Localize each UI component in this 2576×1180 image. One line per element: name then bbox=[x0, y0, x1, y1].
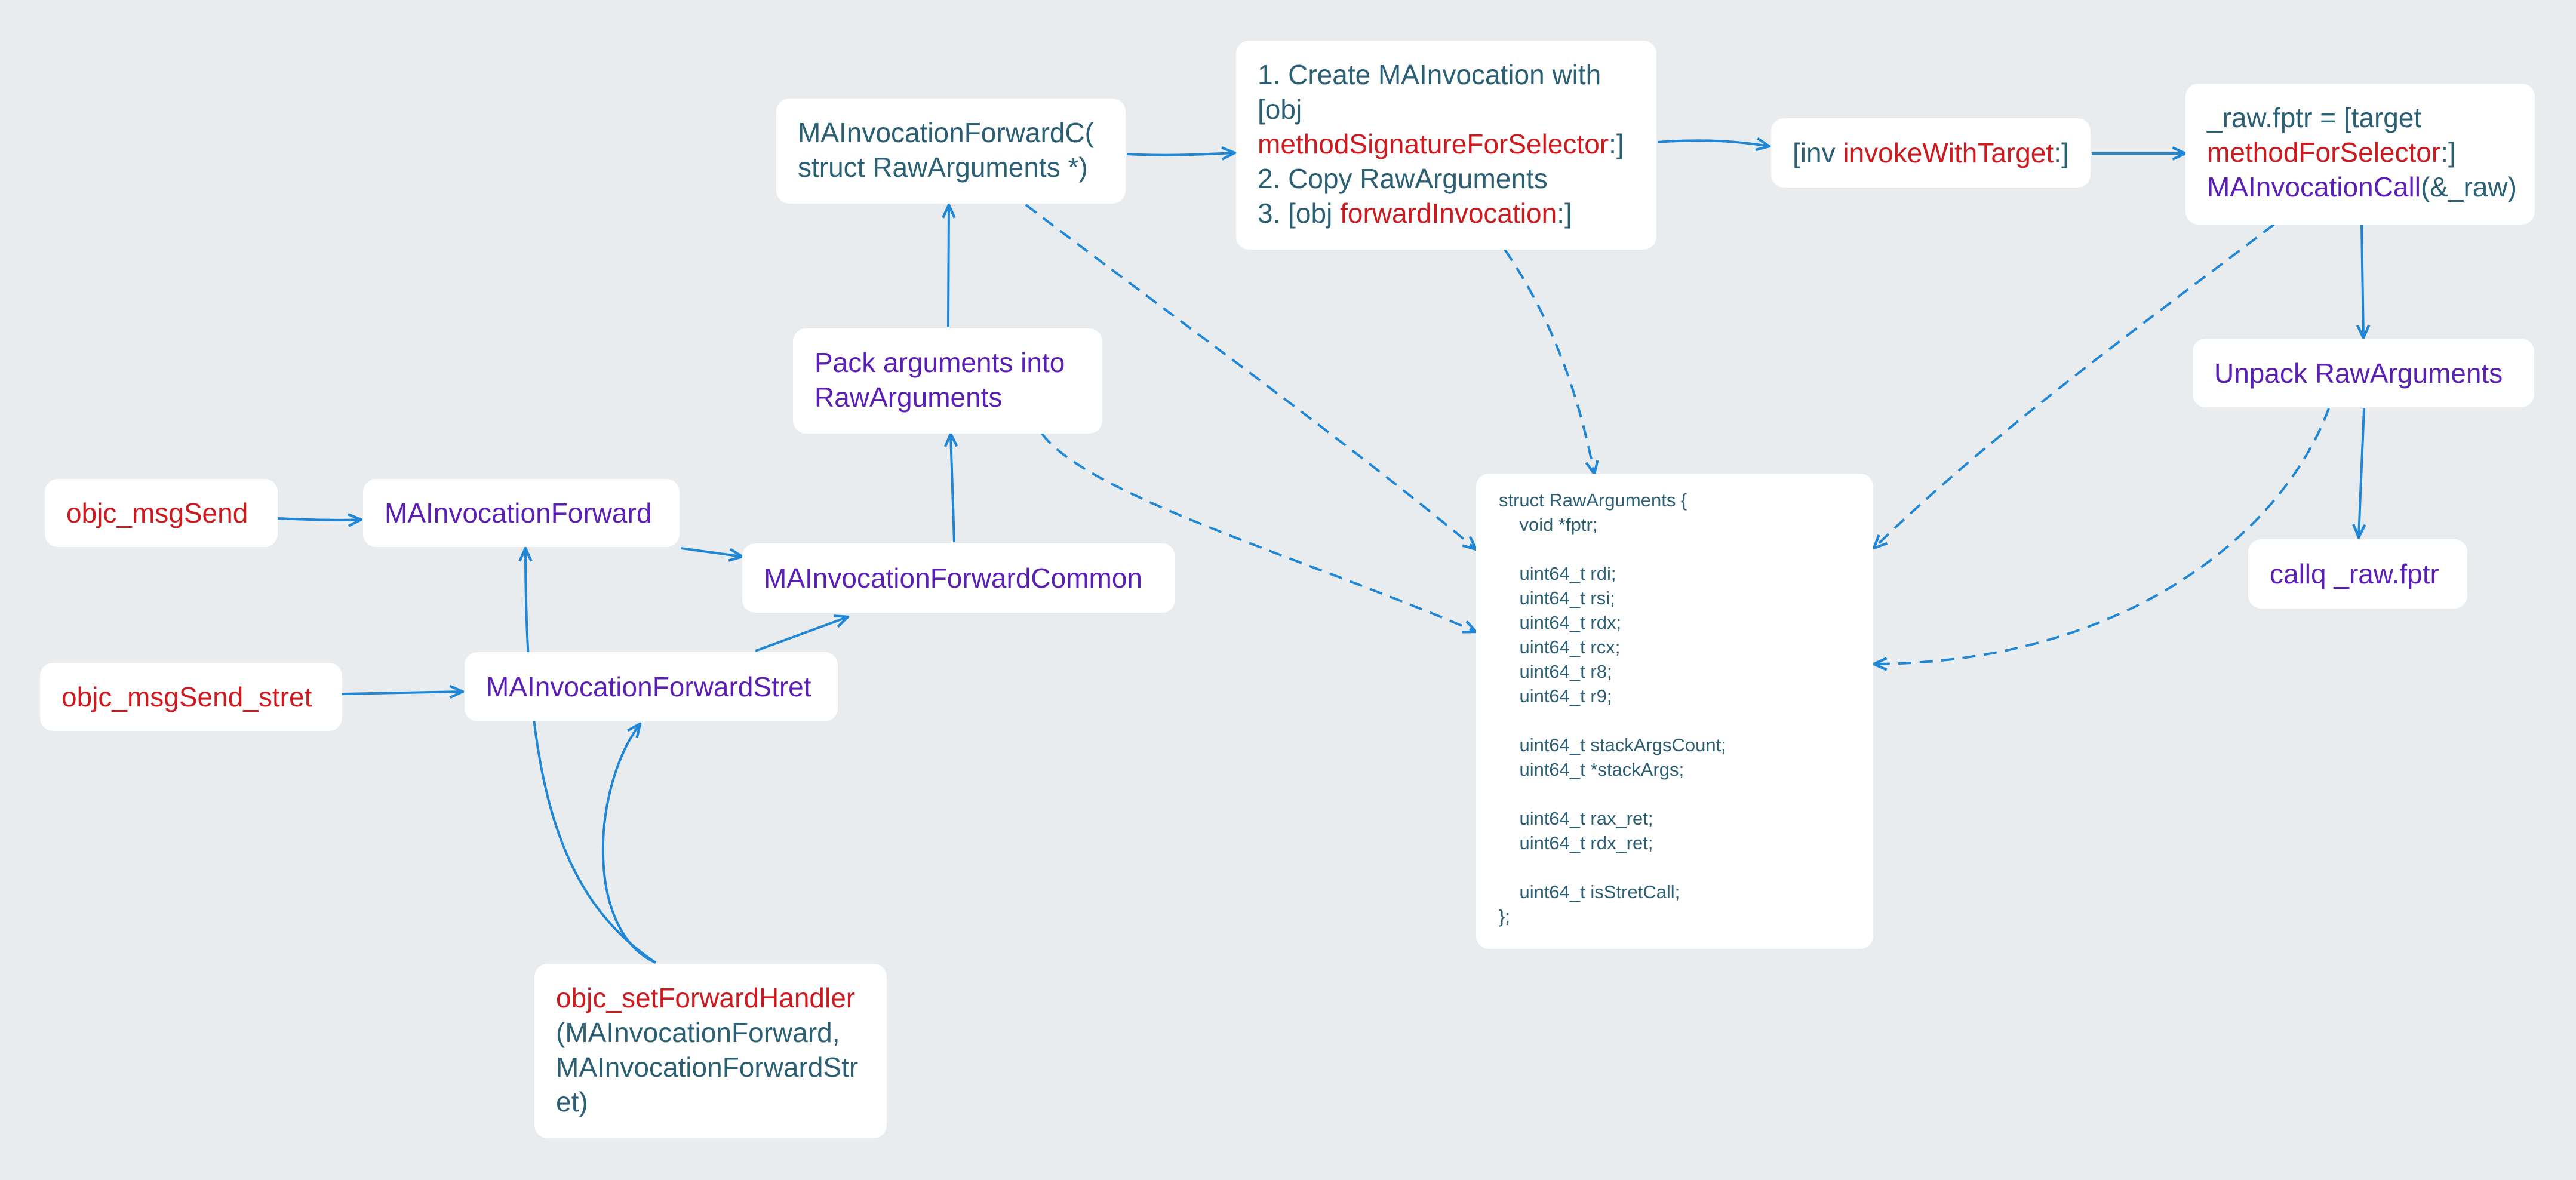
edge-unpack-to-callq bbox=[2359, 408, 2364, 537]
node-create-invocation-line5: 3. [obj forwardInvocation:] bbox=[1258, 196, 1635, 231]
node-ma-invocation-forward-common-label: MAInvocationForwardCommon bbox=[764, 563, 1143, 594]
node-ma-invocation-forward-stret: MAInvocationForwardStret bbox=[465, 652, 838, 721]
edge-raw-fptr-to-unpack bbox=[2362, 224, 2363, 338]
edge-pack-to-forward-c bbox=[948, 205, 949, 328]
edge-dashed-pack-to-struct bbox=[1041, 432, 1476, 632]
node-ma-invocation-forward-stret-label: MAInvocationForwardStret bbox=[486, 671, 811, 702]
node-ma-invocation-forward-c: MAInvocationForwardC( struct RawArgument… bbox=[776, 99, 1126, 204]
node-callq: callq _raw.fptr bbox=[2248, 539, 2467, 609]
node-ma-invocation-forward-c-line1: MAInvocationForwardC( bbox=[798, 117, 1094, 148]
edge-dashed-forward-c-to-struct bbox=[1025, 204, 1476, 549]
edge-set-handler-to-forward-stret bbox=[601, 724, 656, 964]
node-ma-invocation-forward-common: MAInvocationForwardCommon bbox=[742, 543, 1175, 613]
forward-invocation-text: forwardInvocation bbox=[1340, 198, 1557, 229]
edge-set-handler-to-forward bbox=[525, 548, 657, 964]
raw-fptr-line2-suffix: :] bbox=[2440, 137, 2456, 168]
edge-forward-c-to-create bbox=[1126, 153, 1235, 155]
struct-code-line: uint64_t rdx; bbox=[1499, 612, 1622, 633]
struct-code-line: uint64_t rsi; bbox=[1499, 588, 1615, 609]
node-unpack-raw-arguments: Unpack RawArguments bbox=[2193, 339, 2534, 407]
invoke-with-target-method: invokeWithTarget bbox=[1843, 137, 2054, 168]
node-objc-msgsend-stret-label: objc_msgSend_stret bbox=[62, 681, 312, 712]
edge-forward-to-forward-common bbox=[680, 547, 742, 557]
struct-code-line: uint64_t rcx; bbox=[1499, 637, 1621, 657]
node-ma-invocation-forward: MAInvocationForward bbox=[363, 479, 680, 547]
ma-invocation-call-text: MAInvocationCall bbox=[2207, 171, 2421, 202]
invoke-prefix: [inv bbox=[1793, 137, 1843, 168]
node-set-forward-handler: objc_setForwardHandler (MAInvocationForw… bbox=[534, 964, 887, 1138]
struct-code-line: void *fptr; bbox=[1499, 514, 1598, 535]
node-pack-arguments-line1: Pack arguments into bbox=[814, 347, 1065, 378]
node-pack-arguments-line2: RawArguments bbox=[814, 382, 1003, 413]
line3-suffix: :] bbox=[1609, 128, 1624, 159]
struct-code-line: uint64_t *stackArgs; bbox=[1499, 759, 1684, 780]
node-raw-fptr-line2: methodForSelector:] bbox=[2207, 135, 2513, 170]
struct-code-line: uint64_t rdx_ret; bbox=[1499, 832, 1653, 853]
node-create-invocation: 1. Create MAInvocation with [obj methodS… bbox=[1236, 41, 1656, 250]
struct-code-line bbox=[1499, 708, 1850, 733]
node-create-invocation-line2: [obj bbox=[1258, 94, 1302, 125]
edge-objc-msgsend-stret-to-forward-stret bbox=[342, 692, 463, 694]
edge-forward-common-to-pack bbox=[951, 434, 954, 543]
node-set-forward-handler-line2: (MAInvocationForward, bbox=[556, 1017, 840, 1048]
struct-code-line bbox=[1499, 855, 1850, 880]
line5-prefix: 3. [obj bbox=[1258, 198, 1341, 229]
node-raw-fptr: _raw.fptr = [target methodForSelector:] … bbox=[2185, 84, 2535, 225]
node-pack-arguments: Pack arguments into RawArguments bbox=[793, 328, 1102, 434]
node-create-invocation-line1: 1. Create MAInvocation with bbox=[1258, 59, 1601, 90]
edge-objc-msgsend-to-forward bbox=[277, 518, 361, 520]
node-ma-invocation-forward-label: MAInvocationForward bbox=[385, 497, 652, 528]
struct-code-line bbox=[1499, 782, 1850, 806]
invoke-suffix: :] bbox=[2054, 137, 2069, 168]
edge-forward-stret-to-forward-common bbox=[755, 617, 848, 652]
line5-suffix: :] bbox=[1557, 198, 1572, 229]
struct-code-line: uint64_t rdi; bbox=[1499, 563, 1616, 584]
node-raw-fptr-line1: _raw.fptr = [target bbox=[2207, 102, 2422, 133]
struct-code-line: uint64_t isStretCall; bbox=[1499, 881, 1680, 902]
node-objc-msgsend-label: objc_msgSend bbox=[66, 497, 248, 528]
struct-code-line: uint64_t stackArgsCount; bbox=[1499, 735, 1726, 755]
node-set-forward-handler-line1: objc_setForwardHandler bbox=[556, 982, 856, 1013]
node-unpack-raw-arguments-label: Unpack RawArguments bbox=[2214, 357, 2503, 389]
node-invoke-with-target-text: [inv invokeWithTarget:] bbox=[1793, 136, 2069, 170]
edge-dashed-raw-fptr-to-struct bbox=[1874, 223, 2275, 548]
node-create-invocation-line3: methodSignatureForSelector:] bbox=[1258, 127, 1635, 161]
edge-create-to-invoke bbox=[1657, 140, 1769, 146]
struct-code-line: uint64_t r9; bbox=[1499, 686, 1612, 706]
struct-code-line: uint64_t rax_ret; bbox=[1499, 808, 1653, 829]
raw-fptr-line3-suffix: (&_raw) bbox=[2420, 171, 2517, 202]
node-ma-invocation-forward-c-line2: struct RawArguments *) bbox=[798, 152, 1088, 183]
method-signature-for-selector-text: methodSignatureForSelector bbox=[1258, 128, 1609, 159]
node-raw-arguments-struct: struct RawArguments { void *fptr; uint64… bbox=[1476, 474, 1873, 949]
edge-dashed-create-to-struct bbox=[1504, 248, 1594, 474]
node-set-forward-handler-line3: MAInvocationForwardStr bbox=[556, 1052, 859, 1083]
node-objc-msgsend-stret: objc_msgSend_stret bbox=[40, 663, 342, 731]
node-callq-label: callq _raw.fptr bbox=[2270, 558, 2439, 589]
node-invoke-with-target: [inv invokeWithTarget:] bbox=[1771, 118, 2091, 188]
node-create-invocation-line4: 2. Copy RawArguments bbox=[1258, 163, 1548, 194]
struct-code-line: uint64_t r8; bbox=[1499, 661, 1612, 682]
node-raw-fptr-line3: MAInvocationCall(&_raw) bbox=[2207, 170, 2517, 204]
struct-code-line bbox=[1499, 537, 1850, 561]
struct-code-line: }; bbox=[1499, 906, 1510, 927]
method-for-selector-text: methodForSelector bbox=[2207, 137, 2441, 168]
node-set-forward-handler-line4: et) bbox=[556, 1086, 588, 1117]
node-objc-msgsend: objc_msgSend bbox=[45, 479, 278, 547]
struct-code-line: struct RawArguments { bbox=[1499, 490, 1687, 511]
edge-dashed-unpack-to-struct bbox=[1874, 408, 2330, 664]
